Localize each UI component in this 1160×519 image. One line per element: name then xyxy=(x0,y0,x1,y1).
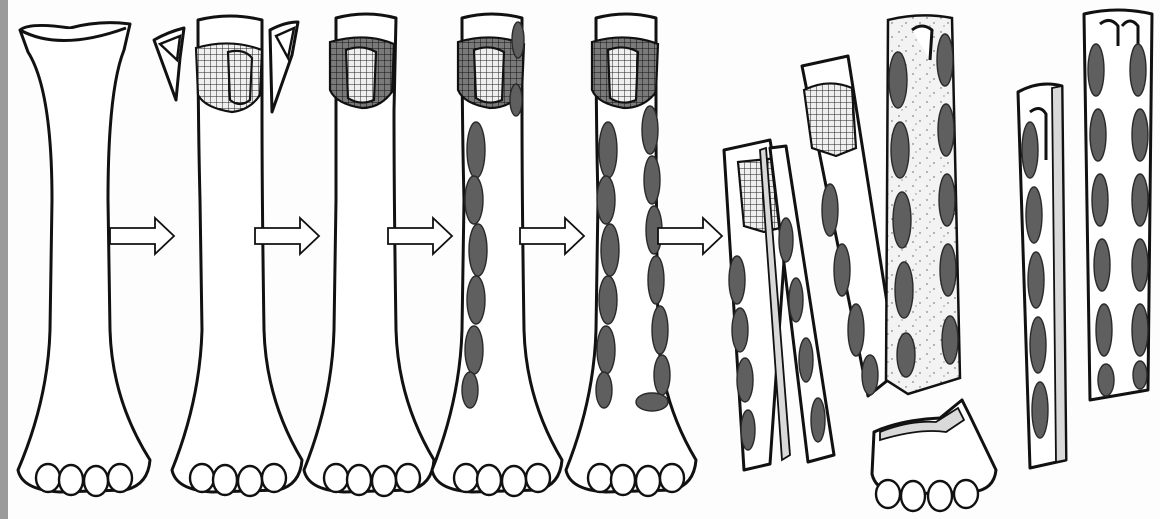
final-rod-2 xyxy=(1084,10,1152,400)
stage-4-bone xyxy=(432,14,562,496)
arrow-1 xyxy=(110,218,174,254)
stage-6-split-pieces xyxy=(724,140,834,470)
stage-5-bone xyxy=(566,14,696,496)
arrow-3 xyxy=(388,218,452,254)
final-rod-1 xyxy=(1018,84,1066,468)
stage-2-chip-right xyxy=(270,22,298,112)
arrow-2 xyxy=(255,218,319,254)
stage-6-distal-end xyxy=(872,400,996,511)
stage-2-chip-left xyxy=(154,28,184,100)
stage-2-bone xyxy=(172,16,302,496)
arrow-4 xyxy=(520,218,584,254)
stage-3-bone xyxy=(304,14,434,496)
stage-6-flat-blank xyxy=(886,15,960,394)
stage-1-intact-bone xyxy=(18,23,150,496)
arrow-5 xyxy=(658,218,722,254)
